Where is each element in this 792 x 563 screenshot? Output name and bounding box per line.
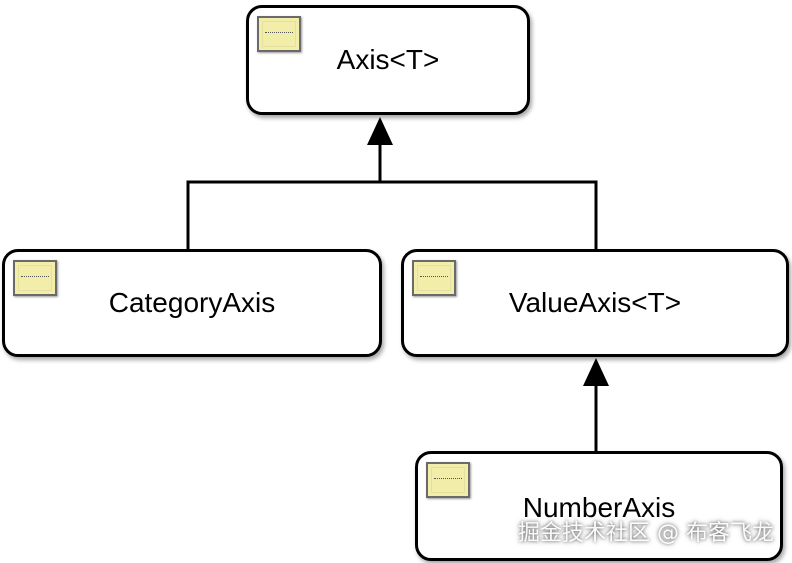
node-valueaxis: ValueAxis<T> — [401, 249, 789, 357]
class-icon — [13, 260, 57, 296]
node-numberaxis: NumberAxis — [415, 451, 783, 561]
node-axis-label: Axis<T> — [336, 44, 440, 75]
node-axis: Axis<T> — [246, 5, 530, 115]
arrowhead-axis — [367, 117, 393, 145]
edge-categoryaxis-to-axis — [186, 180, 380, 250]
class-icon — [426, 462, 470, 498]
watermark-text: 掘金技术社区 @ 布客飞龙 — [518, 521, 774, 546]
node-numberaxis-label: NumberAxis — [522, 492, 676, 524]
edge-valueaxis-to-axis — [378, 143, 598, 250]
node-categoryaxis-label: CategoryAxis — [108, 287, 276, 318]
class-icon — [412, 260, 456, 296]
node-categoryaxis: CategoryAxis — [2, 249, 382, 357]
node-valueaxis-label: ValueAxis<T> — [508, 287, 682, 318]
arrowhead-valueaxis — [583, 358, 609, 386]
class-icon — [257, 16, 301, 52]
